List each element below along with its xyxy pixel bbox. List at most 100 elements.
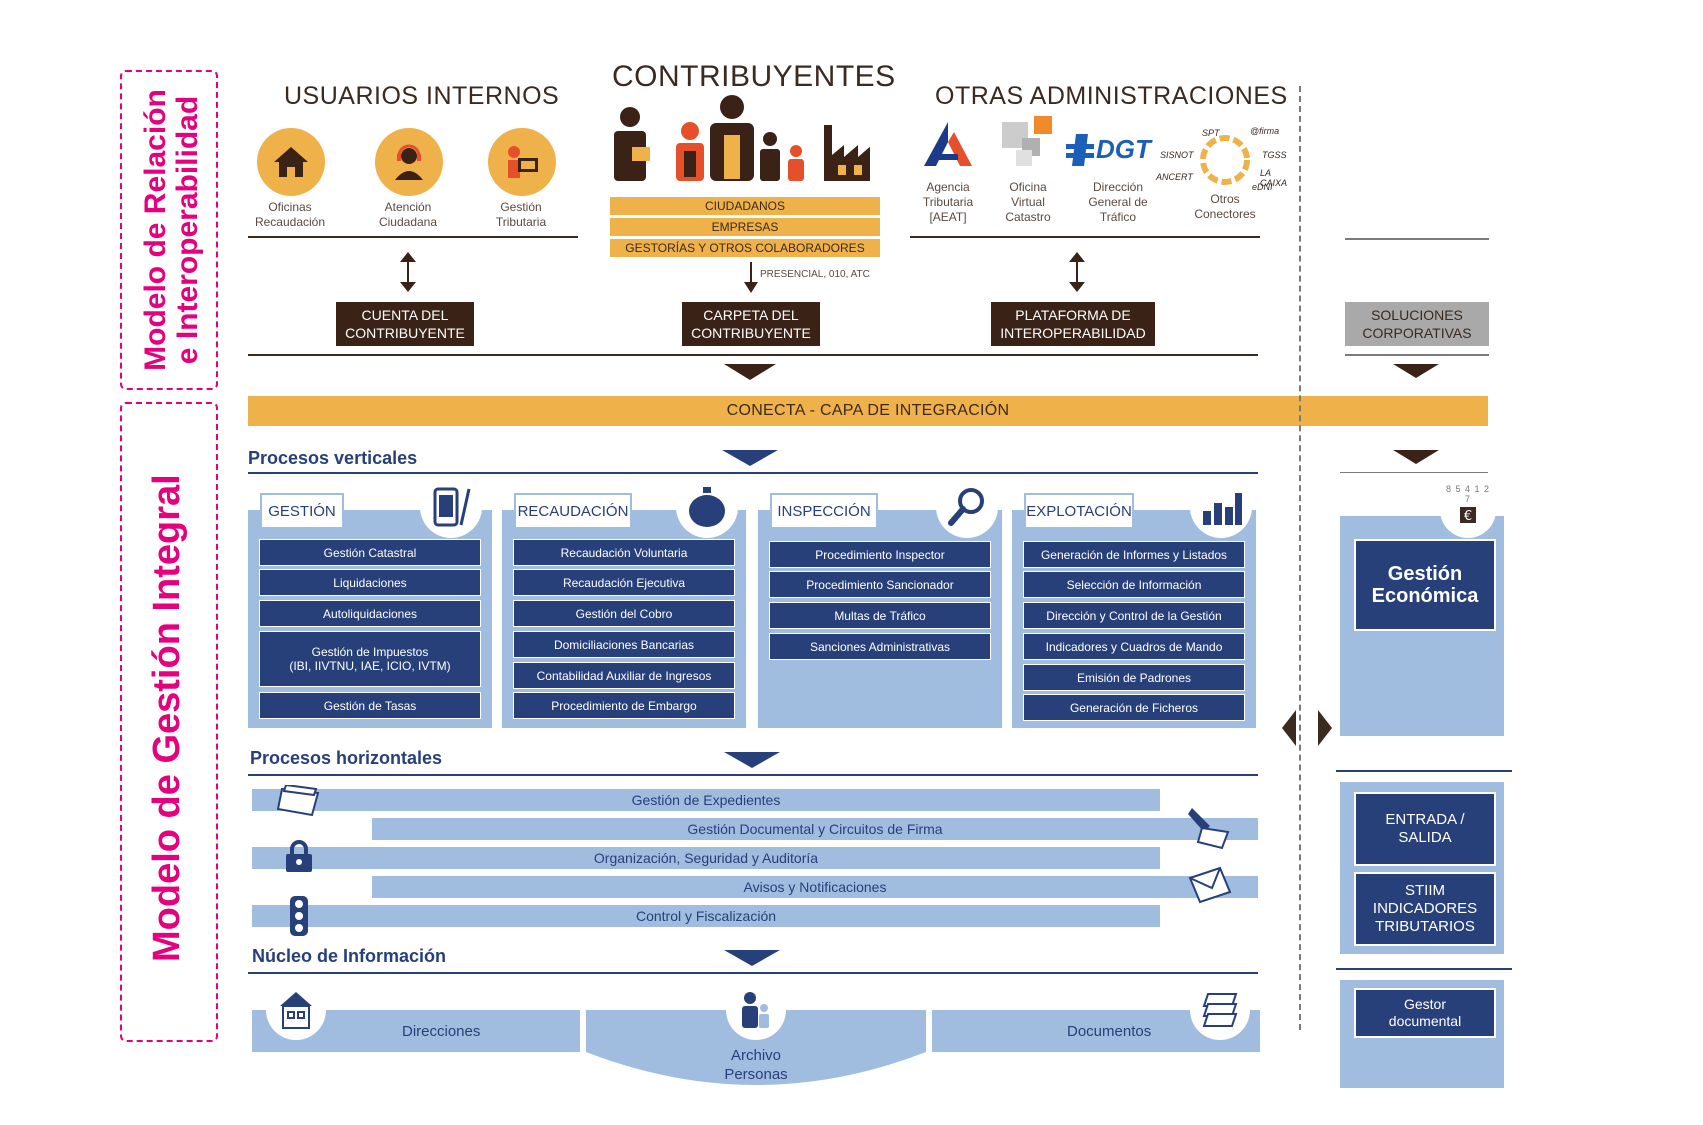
gestion-label: Modelo de Gestión Integral — [146, 474, 188, 962]
computer-user-icon — [488, 128, 556, 196]
right-verticales-divider — [1340, 472, 1488, 473]
contribuyentes-title: CONTRIBUYENTES — [612, 60, 896, 93]
triangle-down-icon — [1393, 364, 1439, 378]
euro-counter-icon: € 8 5 4 1 2 7 — [1440, 482, 1496, 538]
gestion-tab[interactable]: GESTIÓN — [260, 493, 344, 529]
horizontales-divider — [248, 774, 1258, 776]
horizontal-process-bar[interactable]: Avisos y Notificaciones — [372, 876, 1258, 898]
explotacion-item[interactable]: Selección de Información — [1023, 571, 1245, 598]
house-outline-icon — [266, 980, 326, 1040]
archivo-personas-label: Archivo Personas — [724, 1047, 788, 1083]
envelope-icon — [1188, 866, 1232, 904]
recaudacion-item[interactable]: Procedimiento de Embargo — [513, 692, 735, 719]
procesos-verticales-title: Procesos verticales — [248, 448, 418, 468]
conecta-integration-layer: CONECTA - CAPA DE INTEGRACIÓN — [248, 396, 1488, 426]
procesos-horizontales-title: Procesos horizontales — [250, 748, 443, 768]
top-band-divider — [248, 354, 1258, 356]
explotacion-item[interactable]: Generación de Ficheros — [1023, 694, 1245, 721]
dgt-text: DGT — [1096, 134, 1151, 164]
horizontal-process-bar[interactable]: Gestión de Expedientes — [252, 789, 1160, 811]
triangle-down-icon — [724, 364, 776, 380]
explotacion-item[interactable]: Generación de Informes y Listados — [1023, 541, 1245, 568]
gestion-frame — [120, 402, 218, 1042]
triangle-down-icon — [724, 950, 780, 966]
svg-text:€: € — [1464, 509, 1472, 524]
dgt-caption: Dirección General de Tráfico — [1088, 180, 1148, 224]
folder-icon — [276, 785, 320, 817]
connector-edni: eDNI — [1252, 182, 1273, 192]
gestion-item[interactable]: Gestión Catastral — [259, 539, 481, 566]
soluciones-corporativas-box: SOLUCIONES CORPORATIVAS — [1345, 302, 1489, 346]
triangle-down-icon — [724, 752, 780, 768]
connectors-ring-icon: SPT @firma SISNOT TGSS ANCERT LA CAIXA e… — [1150, 122, 1300, 194]
recaudacion-item[interactable]: Contabilidad Auxiliar de Ingresos — [513, 662, 735, 689]
otros-conectores-caption: Otros Conectores — [1194, 192, 1256, 221]
otras-administraciones-title: OTRAS ADMINISTRACIONES — [935, 82, 1288, 110]
gestion-item[interactable]: Autoliquidaciones — [259, 600, 481, 627]
verticales-divider — [248, 472, 1258, 474]
bar-chart-icon — [1190, 476, 1252, 538]
gestor-documental-box[interactable]: Gestor documental — [1354, 988, 1496, 1038]
triangle-down-icon — [1393, 450, 1439, 464]
connector-spt: SPT — [1202, 128, 1220, 138]
right-top-divider — [1345, 238, 1489, 240]
gestion-economica-box[interactable]: Gestión Económica — [1354, 539, 1496, 631]
euro-digits: 8 5 4 1 2 7 — [1445, 484, 1491, 504]
horizontal-process-bar[interactable]: Control y Fiscalización — [252, 905, 1160, 927]
recaudacion-item[interactable]: Recaudación Ejecutiva — [513, 569, 735, 596]
recaudacion-item[interactable]: Domiciliaciones Bancarias — [513, 631, 735, 658]
inspeccion-item[interactable]: Sanciones Administrativas — [769, 633, 991, 660]
aeat-logo-icon — [920, 120, 976, 170]
catastro-caption: Oficina Virtual Catastro — [1005, 180, 1051, 224]
gestion-item[interactable]: Gestión de Tasas — [259, 692, 481, 719]
explotacion-item[interactable]: Indicadores y Cuadros de Mando — [1023, 633, 1245, 660]
plataforma-interoperabilidad-box: PLATAFORMA DE INTEROPERABILIDAD — [991, 302, 1155, 346]
right-section-divider — [1336, 968, 1512, 970]
catastro-logo-icon — [1000, 114, 1056, 170]
magnifier-icon — [936, 476, 998, 538]
gestion-item[interactable]: Liquidaciones — [259, 569, 481, 596]
people-group-icon — [610, 95, 872, 185]
horizontal-process-bar[interactable]: Organización, Seguridad y Auditoría — [252, 847, 1160, 869]
explotacion-item[interactable]: Dirección y Control de la Gestión — [1023, 602, 1245, 629]
entrada-salida-box[interactable]: ENTRADA / SALIDA — [1354, 792, 1496, 866]
connector-sisnot: SISNOT — [1160, 150, 1194, 160]
piggy-bank-icon — [676, 476, 738, 538]
traffic-light-icon — [290, 896, 308, 936]
horizontal-process-bar[interactable]: Gestión Documental y Circuitos de Firma — [372, 818, 1258, 840]
inspeccion-tab[interactable]: INSPECCIÓN — [770, 493, 878, 529]
connector-ancert: ANCERT — [1156, 172, 1193, 182]
nucleo-divider — [248, 972, 1258, 974]
carpeta-contribuyente-box: CARPETA DEL CONTRIBUYENTE — [682, 302, 820, 346]
connector-afirma: @firma — [1250, 126, 1280, 136]
nucleo-title: Núcleo de Información — [252, 946, 447, 966]
relacion-frame — [120, 70, 218, 390]
vertical-separator — [1299, 86, 1301, 1030]
explotacion-tab[interactable]: EXPLOTACIÓN — [1024, 493, 1134, 529]
recaudacion-tab[interactable]: RECAUDACIÓN — [514, 493, 632, 529]
gestorias-bar: GESTORÍAS Y OTROS COLABORADORES — [610, 239, 880, 257]
oficinas-caption: Oficinas Recaudación — [254, 200, 326, 229]
right-section-divider — [1336, 770, 1512, 772]
triangle-down-icon — [722, 450, 778, 466]
empresas-bar: EMPRESAS — [610, 218, 880, 236]
explotacion-item[interactable]: Emisión de Padrones — [1023, 664, 1245, 691]
headset-agent-icon — [375, 128, 443, 196]
connector-tgss: TGSS — [1262, 150, 1287, 160]
otras-divider — [910, 236, 1260, 238]
inspeccion-item[interactable]: Procedimiento Sancionador — [769, 571, 991, 598]
inspeccion-item[interactable]: Procedimiento Inspector — [769, 541, 991, 568]
gestion-item[interactable]: Gestión de Impuestos (IBI, IIVTNU, IAE, … — [259, 631, 481, 687]
stiim-box[interactable]: STIIM INDICADORES TRIBUTARIOS — [1354, 872, 1496, 946]
right-mid-divider — [1345, 354, 1489, 356]
recaudacion-item[interactable]: Recaudación Voluntaria — [513, 539, 735, 566]
pen-signature-icon — [1188, 808, 1230, 850]
archivo-personas-arc[interactable]: Archivo Personas — [586, 1010, 926, 1090]
persons-icon — [726, 980, 786, 1040]
down-arrow-icon — [744, 262, 758, 293]
dgt-logo-icon: DGT — [1066, 130, 1176, 170]
recaudacion-item[interactable]: Gestión del Cobro — [513, 600, 735, 627]
mobile-pen-icon — [420, 476, 482, 538]
gestion-tributaria-caption: Gestión Tributaria — [495, 200, 547, 229]
inspeccion-item[interactable]: Multas de Tráfico — [769, 602, 991, 629]
